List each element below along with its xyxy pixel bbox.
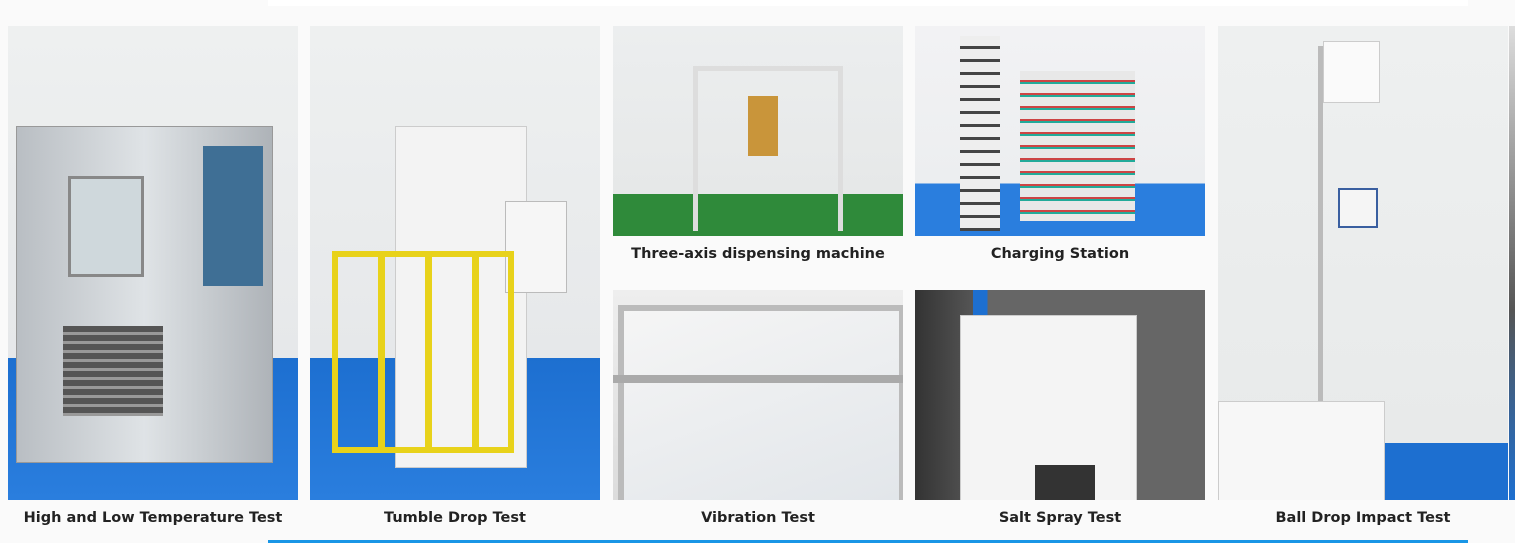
vent-grille	[63, 326, 163, 416]
next-photo-edge	[1509, 26, 1515, 500]
caption-vibration-test: Vibration Test	[701, 510, 815, 526]
photo-charging-station[interactable]	[915, 26, 1205, 236]
charging-rack-left	[960, 36, 1000, 231]
caption-charging-station: Charging Station	[990, 246, 1130, 262]
charging-rack-right	[1020, 71, 1135, 221]
control-box	[1338, 188, 1378, 228]
yellow-guard	[332, 251, 514, 453]
caption-ball-drop-impact-test: Ball Drop Impact Test	[1275, 510, 1451, 526]
photo-ball-drop-impact-test[interactable]	[1218, 26, 1508, 500]
machine-screen	[1035, 465, 1095, 500]
table-bar	[613, 375, 903, 383]
gantry-frame	[693, 66, 843, 231]
photo-tumble-drop-test[interactable]	[310, 26, 600, 500]
sign-board	[1323, 41, 1380, 103]
chamber-window	[68, 176, 144, 277]
caption-tumble-drop-test: Tumble Drop Test	[384, 510, 526, 526]
scale-pole	[1318, 46, 1323, 466]
base-box	[1218, 401, 1385, 500]
caption-salt-spray-test: Salt Spray Test	[998, 510, 1122, 526]
vibration-table	[618, 305, 903, 500]
control-panel	[203, 146, 263, 286]
photo-vibration-test[interactable]	[613, 290, 903, 500]
controller-box	[505, 201, 567, 293]
dispensing-head	[748, 96, 778, 156]
photo-high-low-temperature-test[interactable]	[8, 26, 298, 500]
photo-salt-spray-test[interactable]	[915, 290, 1205, 500]
caption-three-axis-dispensing-machine: Three-axis dispensing machine	[631, 246, 885, 262]
photo-three-axis-dispensing-machine[interactable]	[613, 26, 903, 236]
caption-high-low-temperature-test: High and Low Temperature Test	[23, 510, 283, 526]
top-divider	[268, 0, 1468, 6]
bottom-accent-line	[268, 540, 1468, 543]
